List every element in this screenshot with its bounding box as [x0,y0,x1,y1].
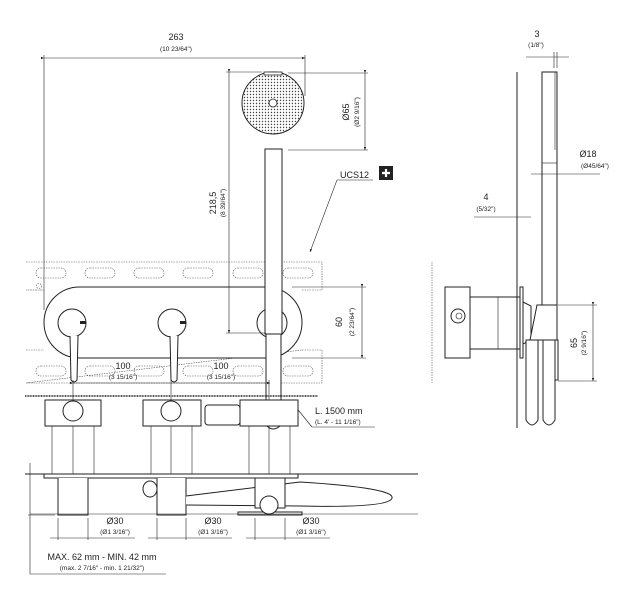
depth-range-inch: (max. 2 7/16" - min. 1 21/32") [60,565,144,572]
holder-height-mm: 65 [569,338,579,348]
top-view: 100 (3 15/16") 100 (3 15/16") Ø30 (Ø1 3/… [25,361,418,575]
spacing-1-inch: (3 15/16") [109,374,137,381]
knob-diameter-2-mm: Ø30 [204,516,221,526]
knob-diameter-3-mm: Ø30 [302,516,319,526]
knob-diameter-2-inch: (Ø1 3/16") [198,529,228,536]
knob-diameter-1-inch: (Ø1 3/16") [100,529,130,536]
rod-diameter-inch: (Ø45/64") [581,163,609,170]
depth-range-mm: MAX. 62 mm - MIN. 42 mm [47,552,156,562]
spacing-1-mm: 100 [115,361,130,371]
top-dim-inch: (1/8") [528,42,544,49]
width-dim-mm: 263 [168,32,183,42]
height-dim-inch: (8 39/64") [220,189,227,217]
mixer-lever-1 [57,308,87,383]
hand-shower [241,71,305,430]
kit-label: UCS12 [340,170,369,180]
offset-dim-mm: 4 [483,192,488,202]
spacing-2-inch: (3 15/16") [207,374,235,381]
hose-length-mm: L. 1500 mm [315,406,363,416]
spacing-2-mm: 100 [213,361,228,371]
head-diameter-inch: (Ø2 9/16") [354,97,361,127]
front-view: 263 (10 23/64") [25,32,393,430]
offset-dim-inch: (5/32") [476,206,495,213]
height-dim-mm: 218,5 [208,192,218,215]
mounting-bracket [25,261,323,384]
knob-diameter-1-mm: Ø30 [106,516,123,526]
plate-height-mm: 60 [334,317,344,327]
plate-height-inch: (2 23/64") [349,308,356,336]
hose-length-inch: (L. 4' - 11 1/16") [315,419,361,426]
plus-icon [379,166,393,180]
top-dim-mm: 3 [534,29,539,39]
knob-diameter-3-inch: (Ø1 3/16") [296,529,326,536]
holder-height-inch: (2 9/16") [581,331,588,356]
side-view: 3 (1/8") Ø18 (Ø45/64") 4 (5/32") 65 (2 9… [431,29,609,428]
head-diameter-mm: Ø65 [341,103,351,120]
width-dim-inch: (10 23/64") [160,46,192,53]
rod-diameter-mm: Ø18 [579,149,596,159]
